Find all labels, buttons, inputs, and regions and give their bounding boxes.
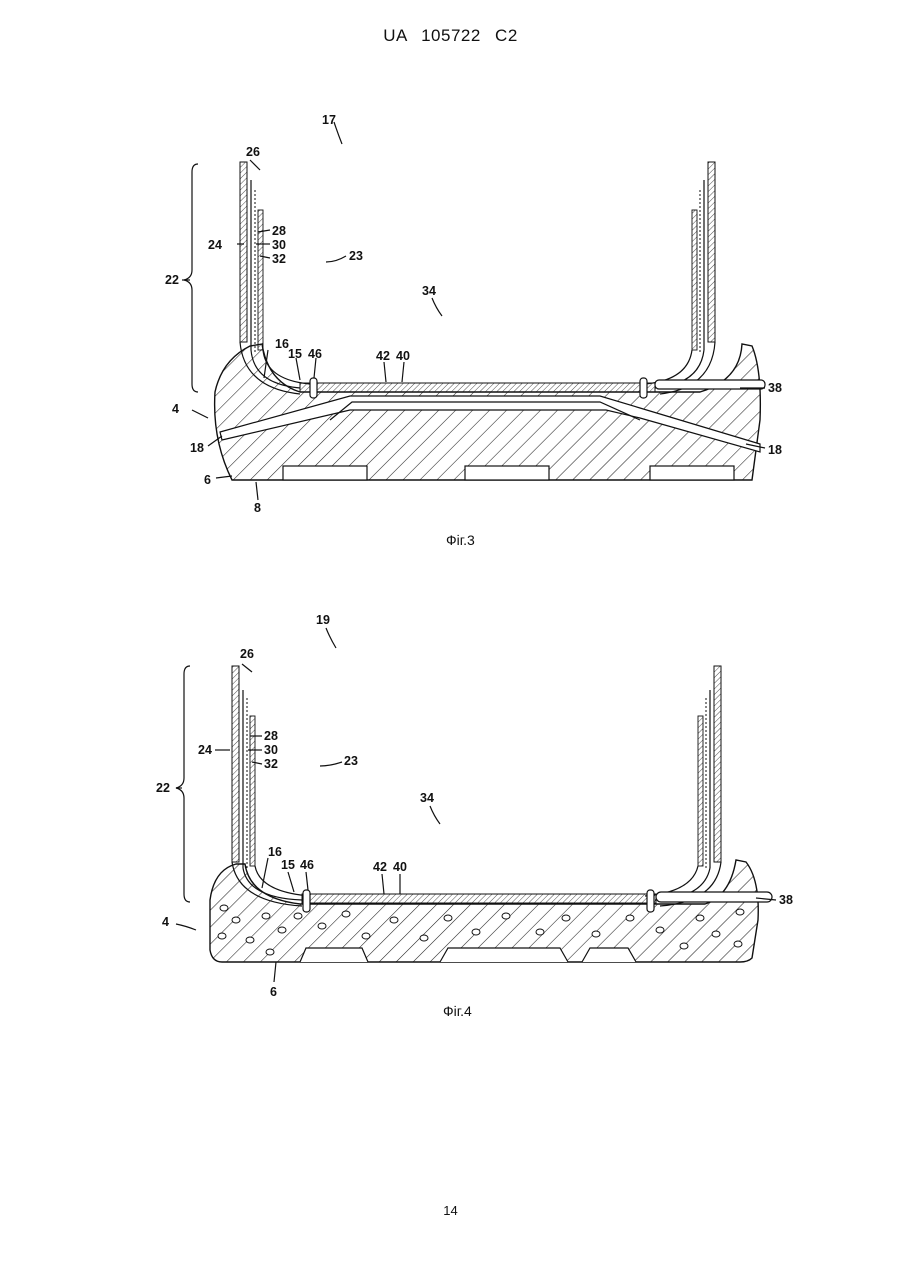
label-38: 38 xyxy=(768,381,782,395)
right-wall-layers xyxy=(645,162,715,394)
label-40: 40 xyxy=(396,349,410,363)
right-wall-layers xyxy=(645,666,721,906)
clip-46-right xyxy=(640,378,647,398)
document-header: UA 105722 C2 xyxy=(0,26,901,46)
label-4: 4 xyxy=(162,915,169,929)
label-6: 6 xyxy=(204,473,211,487)
clip-46-right xyxy=(647,890,654,912)
label-28: 28 xyxy=(264,729,278,743)
label-30: 30 xyxy=(264,743,278,757)
label-16: 16 xyxy=(275,337,289,351)
label-15: 15 xyxy=(288,347,302,361)
base-block xyxy=(215,344,761,480)
label-26: 26 xyxy=(240,647,254,661)
label-24: 24 xyxy=(208,238,222,252)
label-46: 46 xyxy=(300,858,314,872)
figure-3: 17 26 28 30 24 32 23 22 34 16 15 46 42 4… xyxy=(0,100,901,560)
porous-base-block xyxy=(210,860,758,962)
label-32: 32 xyxy=(264,757,278,771)
label-23: 23 xyxy=(349,249,363,263)
label-18-right: 18 xyxy=(768,443,782,457)
label-23: 23 xyxy=(344,754,358,768)
label-46: 46 xyxy=(308,347,322,361)
label-42: 42 xyxy=(376,349,390,363)
brace-22 xyxy=(176,666,190,902)
label-30: 30 xyxy=(272,238,286,252)
page-number: 14 xyxy=(0,1203,901,1218)
figure-4-caption: Фіг.4 xyxy=(443,1003,472,1019)
label-8: 8 xyxy=(254,501,261,515)
label-19: 19 xyxy=(316,613,330,627)
label-32: 32 xyxy=(272,252,286,266)
label-22: 22 xyxy=(156,781,170,795)
label-17: 17 xyxy=(322,113,336,127)
label-40: 40 xyxy=(393,860,407,874)
label-15: 15 xyxy=(281,858,295,872)
label-18-left: 18 xyxy=(190,441,204,455)
label-6: 6 xyxy=(270,985,277,999)
label-26: 26 xyxy=(246,145,260,159)
label-22: 22 xyxy=(165,273,179,287)
left-wall-layers xyxy=(232,666,310,906)
label-4: 4 xyxy=(172,402,179,416)
label-16: 16 xyxy=(268,845,282,859)
label-42: 42 xyxy=(373,860,387,874)
clip-46-left xyxy=(303,890,310,912)
label-34: 34 xyxy=(420,791,434,805)
figure-3-caption: Фіг.3 xyxy=(446,532,475,548)
label-38: 38 xyxy=(779,893,793,907)
figure-4: 19 26 28 30 24 32 23 22 34 16 15 46 42 4… xyxy=(0,600,901,1030)
label-24: 24 xyxy=(198,743,212,757)
label-34: 34 xyxy=(422,284,436,298)
label-28: 28 xyxy=(272,224,286,238)
brace-22 xyxy=(184,164,198,392)
pipe-38 xyxy=(656,892,772,902)
clip-46-left xyxy=(310,378,317,398)
